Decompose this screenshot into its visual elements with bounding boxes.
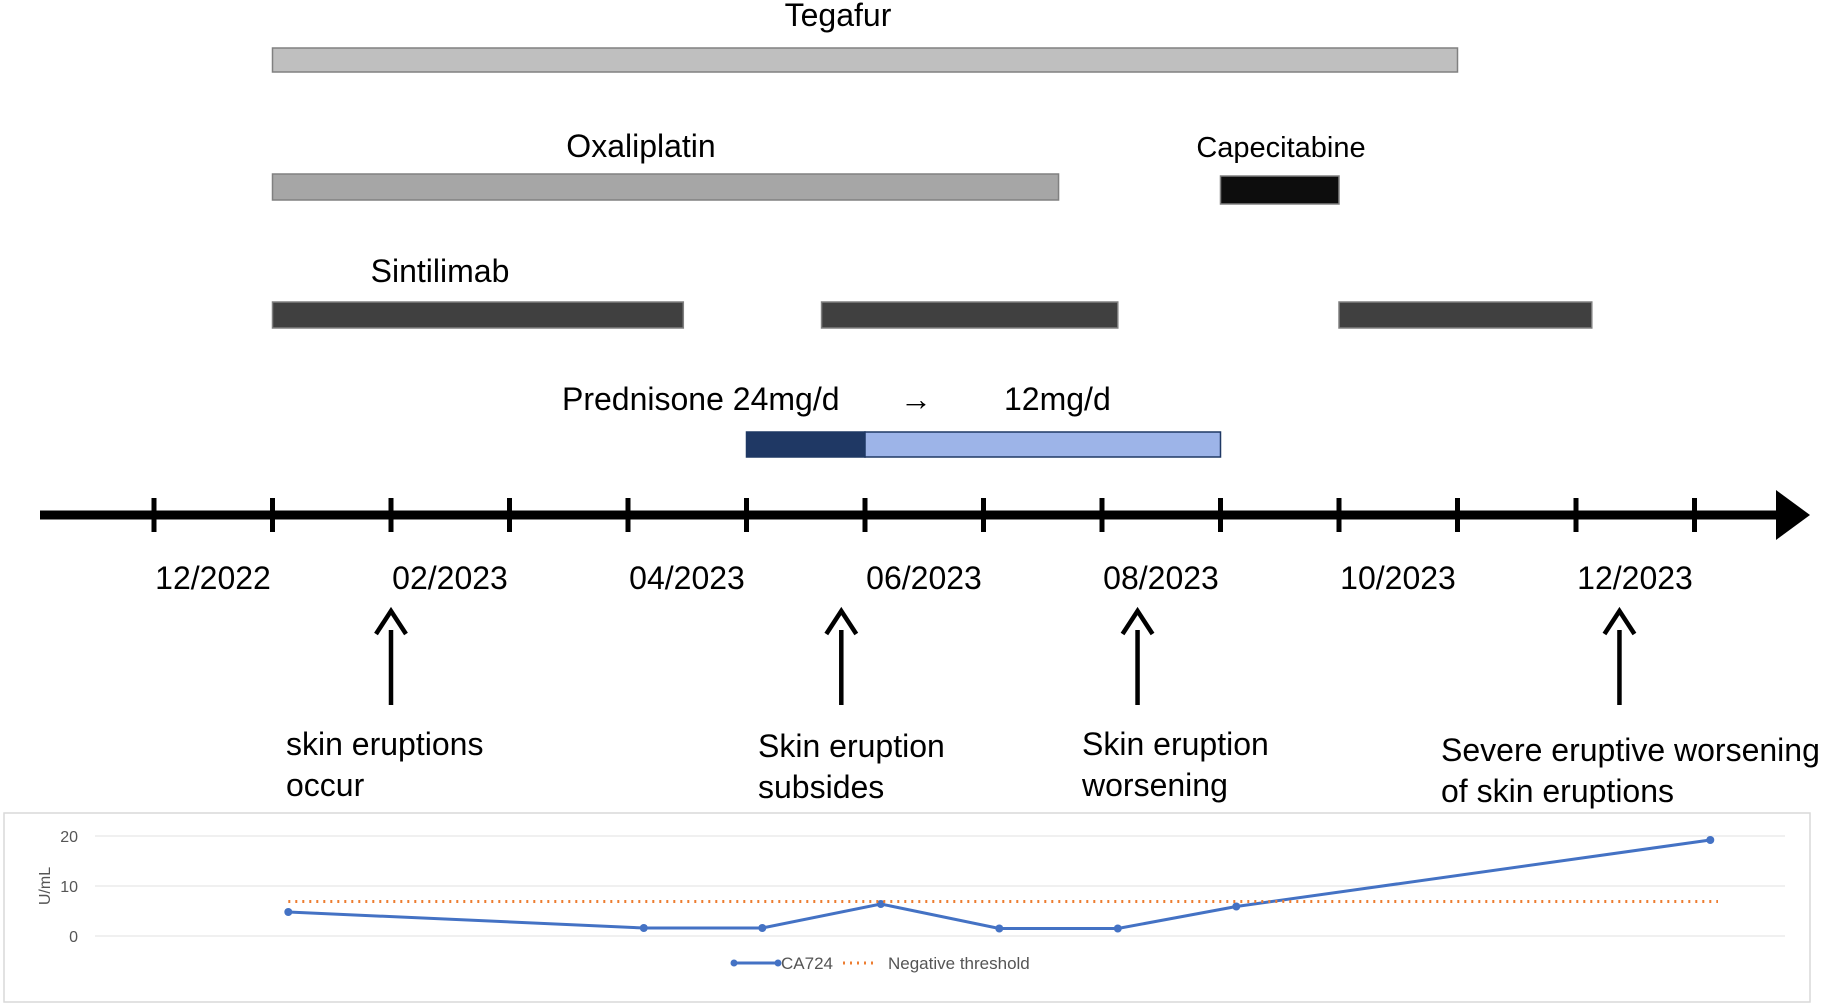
event-label: subsides (758, 769, 884, 805)
chart-frame (3, 812, 1811, 1003)
series-point-ca724 (284, 908, 293, 916)
chart-y-axis-label: U/mL (37, 867, 54, 905)
drug-label-sintilimab: Sintilimab (371, 253, 510, 289)
prednisone-bar (745, 431, 866, 458)
legend-label-negative-threshold: Negative threshold (888, 954, 1030, 973)
series-point-ca724 (1706, 836, 1715, 844)
drug-bar-sintilimab (1338, 301, 1593, 329)
event-arrowhead (374, 606, 408, 636)
legend-swatch-ca724-marker (774, 959, 782, 967)
chart-y-tick-label: 10 (60, 879, 78, 896)
drug-label-oxaliplatin: Oxaliplatin (566, 128, 715, 164)
drug-bar-sintilimab (820, 301, 1119, 329)
timeline-tick-label: 12/2022 (155, 560, 271, 596)
chart-y-tick-label: 0 (69, 929, 78, 946)
drug-bar-tegafur (271, 47, 1459, 73)
series-line-ca724 (288, 838, 1711, 930)
timeline-axis-arrowhead (1776, 490, 1810, 540)
event-arrowhead (1602, 606, 1637, 636)
prednisone-arrow: → (900, 381, 932, 417)
event-arrowhead (1120, 606, 1155, 636)
prednisone-taper-label: 12mg/d (1004, 381, 1111, 417)
timeline-panel: 12/2022 02/2023 04/2023 06/2023 08/2023 10/20… (40, 0, 1820, 809)
series-point-ca724 (758, 924, 767, 932)
series-point-ca724 (995, 924, 1004, 933)
series-point-ca724 (639, 924, 648, 932)
event-label: Severe eruptive worsening (1441, 732, 1820, 768)
event-label: of skin eruptions (1441, 773, 1674, 809)
legend-label-ca724: CA724 (781, 954, 833, 973)
event-arrowhead (824, 606, 859, 636)
timeline-tick-label: 02/2023 (392, 560, 508, 596)
series-point-ca724 (876, 900, 885, 908)
timeline-tick-label: 10/2023 (1340, 560, 1456, 596)
drug-bar-sintilimab (271, 301, 685, 329)
timeline-tick-label: 12/2023 (1577, 560, 1693, 596)
ca724-chart-panel: 0 10 20U/mL CA724 Negative threshold (3, 812, 1811, 1003)
timeline-tick-label: 08/2023 (1103, 560, 1219, 596)
drug-label-capecitabine: Capecitabine (1196, 132, 1365, 164)
timeline-tick-label: 06/2023 (866, 560, 982, 596)
chart-y-tick-label: 20 (60, 829, 78, 846)
event-label: occur (286, 767, 365, 803)
event-label: worsening (1081, 767, 1228, 803)
series-point-ca724 (1232, 902, 1241, 911)
prednisone-bar (864, 431, 1222, 458)
event-label: Skin eruption (1082, 726, 1269, 762)
event-label: Skin eruption (758, 728, 945, 764)
prednisone-label: Prednisone 24mg/d (562, 381, 840, 417)
drug-bar-capecitabine (1219, 175, 1340, 205)
series-point-ca724 (1113, 924, 1122, 933)
event-label: skin eruptions (286, 726, 483, 762)
drug-label-tegafur: Tegafur (785, 0, 892, 33)
timeline-tick-label: 04/2023 (629, 560, 745, 596)
drug-bar-oxaliplatin (271, 173, 1060, 201)
legend-swatch-ca724-marker (730, 959, 738, 967)
